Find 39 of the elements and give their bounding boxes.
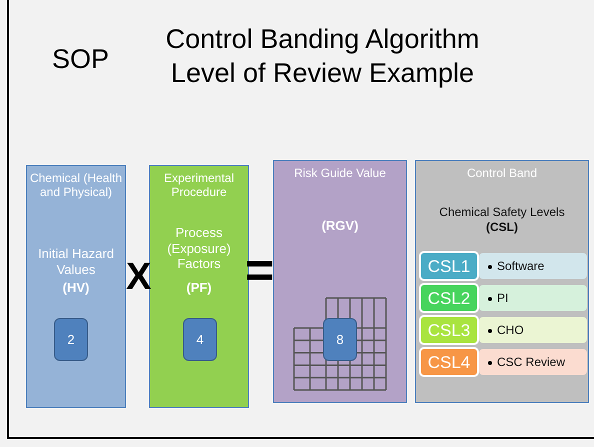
level-box (419, 251, 479, 281)
level-text: CHO (497, 323, 524, 337)
level-item (479, 317, 587, 343)
panel-text: Process (Exposure) Factors (166, 225, 232, 272)
result-panel (273, 160, 407, 403)
panel-heading: Experimental Procedure (162, 171, 236, 200)
slide-label: SOP (52, 46, 110, 73)
abbreviation: (HV) (62, 280, 90, 296)
level-item (479, 285, 587, 311)
level-text: CSC Review (497, 355, 566, 369)
abbreviation: (RGV) (320, 218, 360, 234)
panel-text: Chemical Safety Levels (438, 205, 566, 220)
level-code: CSL4 (426, 353, 472, 374)
level-code: CSL2 (426, 289, 472, 310)
level-box (419, 347, 479, 377)
panel-heading: Chemical (Health and Physical) (28, 171, 124, 200)
level-box (419, 315, 479, 345)
level-text: Software (497, 259, 544, 273)
level-text: PI (497, 291, 508, 305)
value: 8 (335, 332, 345, 348)
title: Control Banding Algorithm Level of Review Example (164, 23, 480, 90)
level-code: CSL3 (426, 321, 472, 342)
panel-heading: Risk Guide Value (293, 166, 387, 180)
input-panel (26, 165, 126, 408)
level-item (479, 253, 587, 279)
value-box (323, 318, 357, 361)
level-item (479, 349, 587, 375)
value-box (183, 318, 217, 361)
abbreviation: (CSL) (485, 220, 519, 234)
input-panel (149, 165, 249, 408)
panel-text: Initial Hazard Values (37, 246, 115, 278)
level-code: CSL1 (426, 257, 472, 278)
control-band-panel (415, 160, 589, 403)
value: 2 (66, 332, 76, 348)
abbreviation: (PF) (185, 280, 213, 296)
level-box (419, 283, 479, 313)
value: 4 (195, 332, 205, 348)
panel-heading: Control Band (466, 166, 538, 180)
value-box (54, 318, 88, 361)
